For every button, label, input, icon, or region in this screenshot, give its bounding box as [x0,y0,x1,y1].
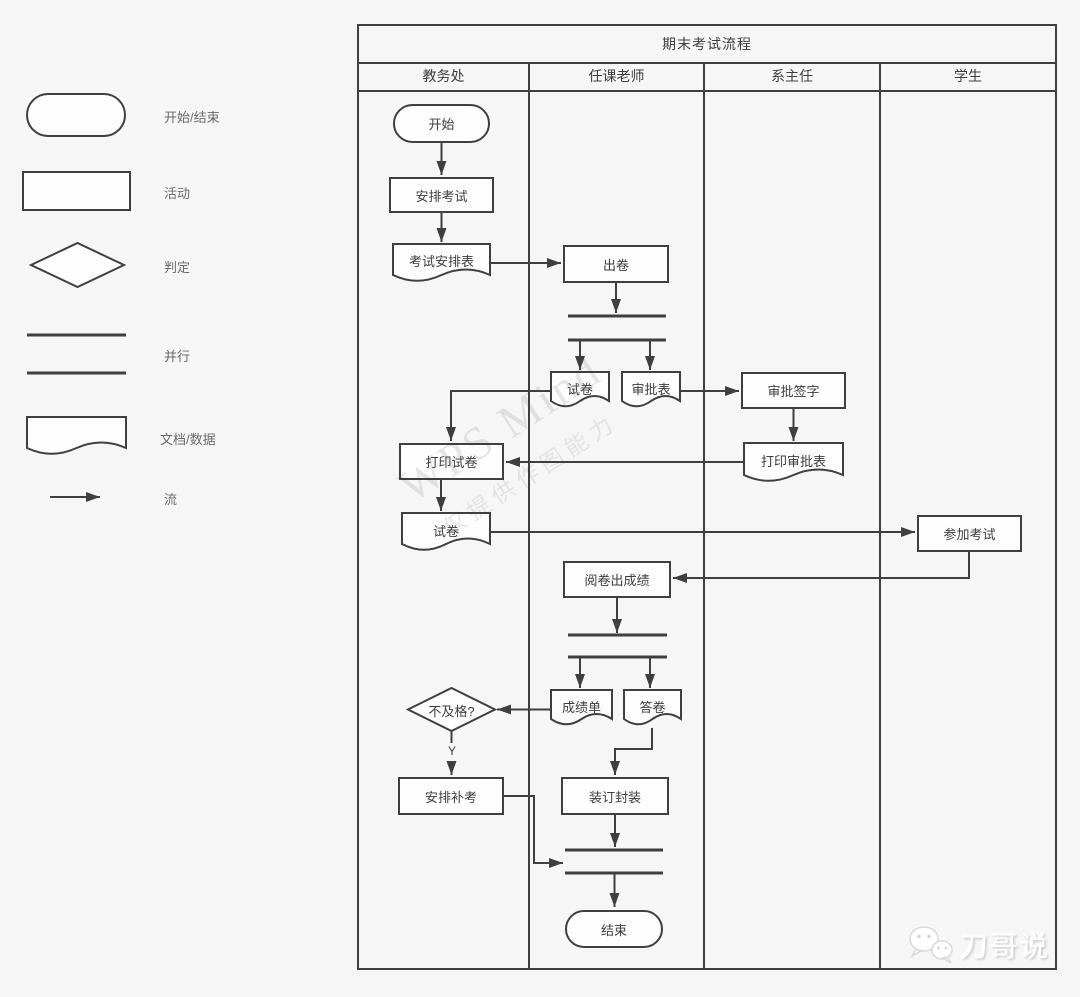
lane-header-xuesheng: 学生 [954,68,982,84]
legend-label-start-end: 开始/结束 [164,110,220,125]
node-score-sheet-label: 成绩单 [561,699,601,715]
node-take-exam: 参加考试 [917,515,1022,552]
node-start: 开始 [393,104,490,143]
wechat-icon [909,926,953,964]
node-exam-paper-label: 试卷 [566,381,593,397]
node-fail-decision-label: 不及格? [428,703,475,719]
decision-yes-label: Y [444,744,460,758]
node-bind-package: 装订封装 [561,777,669,815]
legend-stadium-shape [26,93,126,137]
node-answer-sheet-label: 答卷 [639,699,666,715]
title-separator [359,62,1055,64]
corner-watermark: 刀哥说 [906,924,1050,966]
lane-divider-1 [528,62,530,968]
node-printed-paper-label: 试卷 [432,523,459,539]
node-print-exam-paper: 打印试卷 [399,443,504,480]
diagram-frame: 期末考试流程 教务处 任课老师 系主任 学生 [357,24,1057,970]
node-print-approval-label: 打印审批表 [760,453,826,469]
lane-header-jiaowuchu: 教务处 [422,68,465,84]
corner-watermark-text: 刀哥说 [960,931,1051,962]
legend-label-decision: 判定 [164,260,191,275]
printed-paper-document-shape [401,512,491,551]
edge-makeup-to-join [504,795,563,868]
exam-schedule-document-shape [392,243,491,282]
print-approval-document-shape [743,442,844,482]
node-arrange-exam: 安排考试 [389,177,494,213]
lane-divider-3 [879,62,881,968]
edge-take-exam-to-grade [673,552,970,583]
approval-form-document-shape [621,371,681,408]
header-separator [359,90,1055,92]
node-approval-form-label: 审批表 [631,381,671,397]
lane-header-renkelaoshi: 任课老师 [588,68,645,84]
lane-divider-2 [703,62,705,968]
legend-document-shape [26,416,127,455]
legend-diamond-shape [28,241,127,289]
exam-paper-document-shape [550,371,610,408]
node-create-paper: 出卷 [563,245,669,283]
lane-header-xizhuren: 系主任 [771,68,813,84]
answer-sheet-document-shape [623,689,682,726]
legend-rect-shape [22,171,131,211]
node-end: 结束 [565,910,663,948]
diagram-title: 期末考试流程 [662,36,752,52]
node-grade-exam: 阅卷出成绩 [563,561,671,598]
edge-exam-paper-to-print-paper [446,390,551,441]
legend-label-document: 文档/数据 [160,432,216,447]
legend-label-flow: 流 [164,492,178,507]
node-arrange-makeup: 安排补考 [398,777,504,815]
legend-label-activity: 活动 [164,186,191,201]
score-sheet-document-shape [550,689,613,726]
legend-label-parallel: 并行 [164,349,191,364]
node-approval-sign: 审批签字 [741,372,846,409]
fail-decision-diamond-shape [405,686,498,733]
edge-answer-sheet-to-bind [610,728,653,775]
node-exam-schedule-label: 考试安排表 [408,253,474,269]
